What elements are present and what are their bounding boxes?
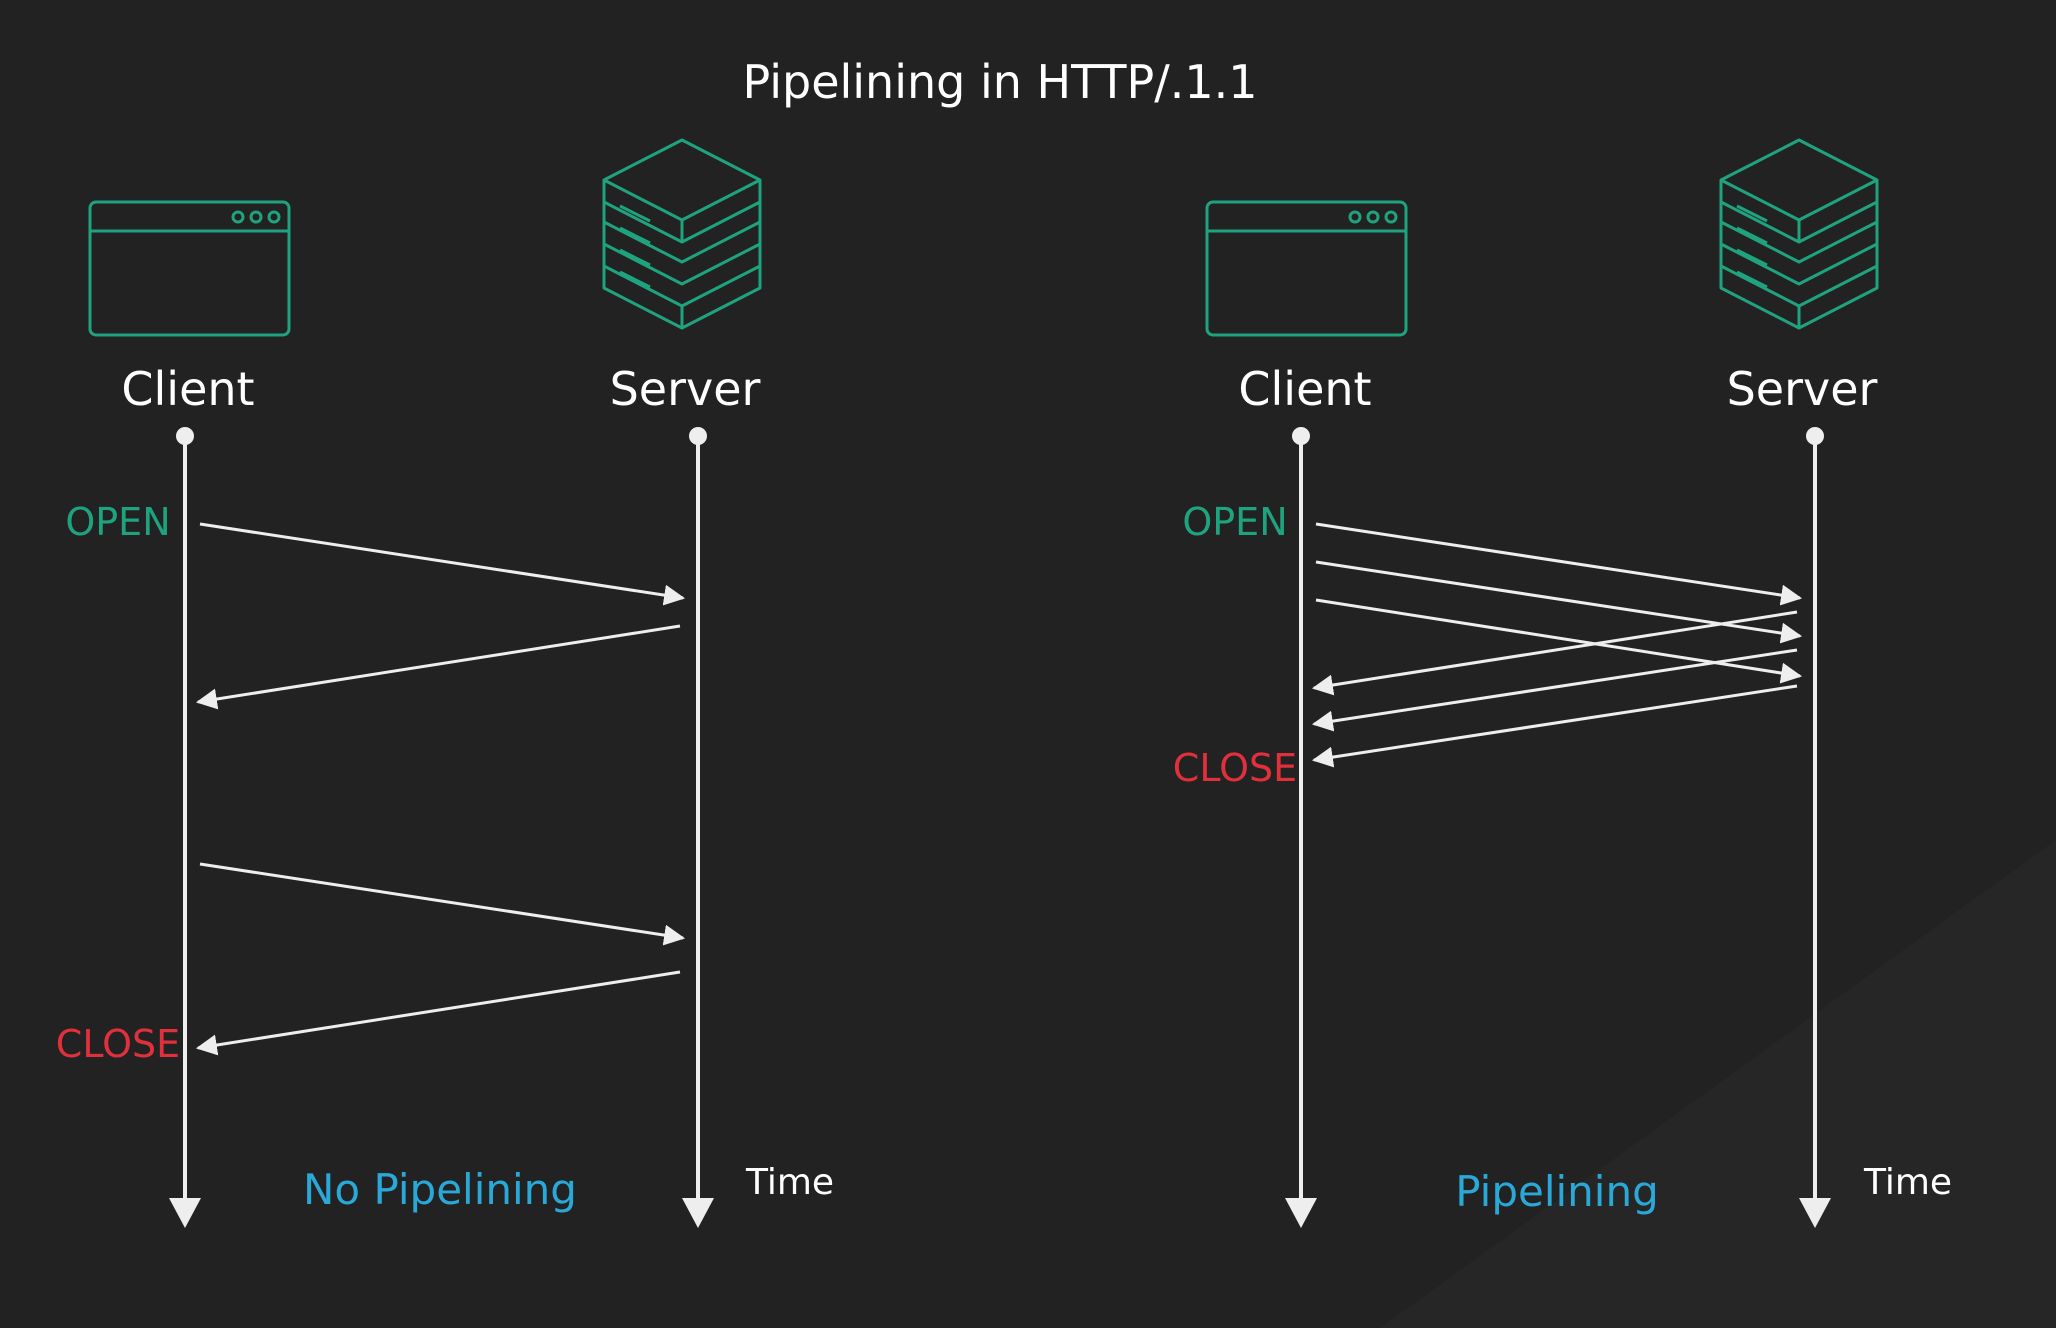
client-label: Client bbox=[121, 362, 254, 416]
panel-no-pipelining: Client Server OPEN CLOSE No Pipelining T… bbox=[56, 138, 834, 1228]
response-arrow bbox=[1311, 684, 1798, 768]
response-arrow bbox=[195, 970, 681, 1056]
response-arrow bbox=[195, 624, 681, 710]
response-arrow bbox=[1311, 648, 1798, 732]
close-label: CLOSE bbox=[56, 1022, 180, 1066]
open-label: OPEN bbox=[65, 500, 170, 544]
request-arrow bbox=[1315, 598, 1803, 684]
server-stack-icon bbox=[602, 138, 762, 330]
response-arrow bbox=[1311, 610, 1798, 696]
server-timeline bbox=[1799, 427, 1831, 1228]
client-timeline bbox=[169, 427, 201, 1228]
browser-window-icon bbox=[88, 200, 291, 337]
panel-pipelining: Client Server OPEN CLOSE Pipelining Time bbox=[1173, 138, 1952, 1228]
server-timeline bbox=[682, 427, 714, 1228]
diagram-title: Pipelining in HTTP/.1.1 bbox=[742, 55, 1257, 109]
mode-label: Pipelining bbox=[1455, 1167, 1658, 1216]
close-label: CLOSE bbox=[1173, 746, 1297, 790]
request-arrow bbox=[199, 862, 686, 946]
mode-label: No Pipelining bbox=[303, 1165, 577, 1214]
client-timeline bbox=[1285, 427, 1317, 1228]
background-corner-shade bbox=[1380, 840, 2056, 1328]
browser-window-icon bbox=[1205, 200, 1408, 337]
server-label: Server bbox=[610, 362, 761, 416]
time-label: Time bbox=[745, 1162, 834, 1203]
request-arrow bbox=[1315, 560, 1803, 644]
client-label: Client bbox=[1238, 362, 1371, 416]
server-stack-icon bbox=[1719, 138, 1879, 330]
request-arrow bbox=[199, 522, 686, 606]
request-arrow bbox=[1315, 522, 1803, 606]
server-label: Server bbox=[1727, 362, 1878, 416]
open-label: OPEN bbox=[1182, 500, 1287, 544]
time-label: Time bbox=[1863, 1162, 1952, 1203]
